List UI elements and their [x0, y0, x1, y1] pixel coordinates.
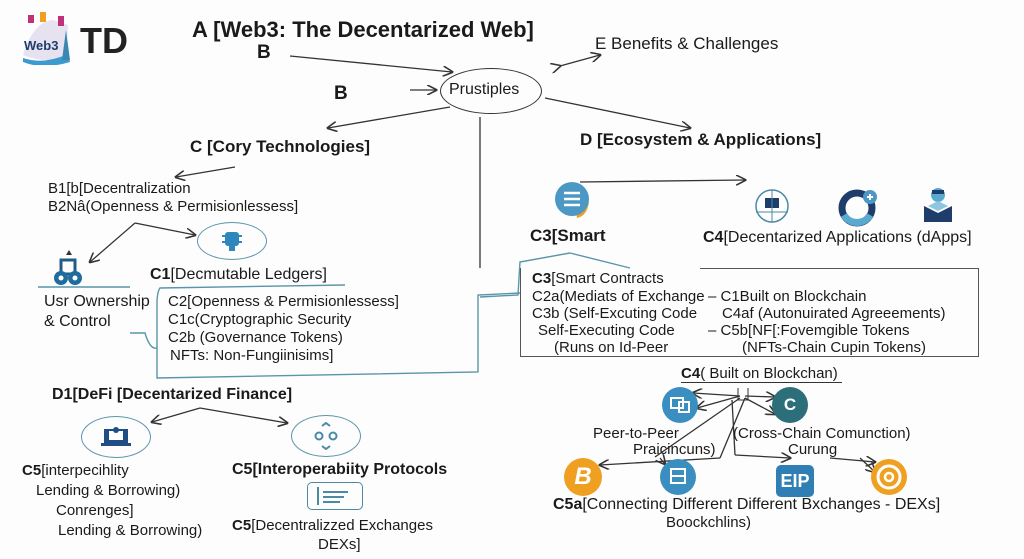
- c1-title: C1[Decmutable Ledgers]: [150, 266, 327, 284]
- contracts-line: (NFTs-Chain Cupin Tokens): [742, 339, 926, 356]
- c5-prefix: C5: [232, 517, 252, 534]
- ecosystem-node: D [Ecosystem & Applications]: [580, 130, 822, 149]
- label-b-top: B: [257, 42, 271, 63]
- dapp-user-icon: [922, 186, 954, 224]
- c-list-item: C2[Openness & Permisionlessess]: [168, 293, 399, 310]
- contracts-line: C3b (Self-Excuting Code: [532, 305, 698, 322]
- defi-left-line: Lending & Borrowing): [58, 522, 203, 539]
- dapps-label: [Decentarized Applications (dApps]: [723, 229, 972, 246]
- c4-prefix: C4: [681, 365, 701, 382]
- interop-title: C5[Interoperabiity Protocols: [232, 461, 447, 479]
- bitcoin-icon: B: [564, 458, 602, 496]
- contracts-right: – C1Built on Blockchain C4af (Autonuirat…: [708, 288, 945, 356]
- benefits-node: E Benefits & Challenges: [595, 34, 779, 53]
- contracts-line: C2a(Mediats of Exchange: [532, 288, 705, 305]
- contracts-line: Self-Executing Code: [538, 322, 675, 339]
- defi-left-text: C5[interpecihlity Lending & Borrowing) C…: [22, 461, 202, 541]
- center-node-label: Prustiples: [449, 81, 520, 98]
- user-ownership-icon: [52, 250, 86, 286]
- label-b-mid: B: [334, 83, 348, 104]
- c5a-label: C5a[Connecting Different Different Bxcha…: [553, 496, 940, 514]
- contracts-line: C4af (Autonuirated Agreeements): [722, 305, 946, 322]
- c3-prefix: C3: [530, 226, 552, 245]
- c5-prefix: C5: [22, 462, 42, 479]
- smart-contract-icon: [553, 180, 595, 222]
- smart-node: C3[Smart: [530, 226, 606, 246]
- c5a-label-2: Boockchlins): [666, 514, 752, 531]
- built-node: C4( Built on Blockchan): [681, 365, 842, 384]
- p2p-icon: [662, 387, 698, 423]
- dapp-globe-icon: [752, 186, 792, 226]
- cross-chain-label: (Cross-Chain Comunction): [733, 425, 911, 442]
- user-ownership-label: Usr Ownership & Control: [44, 292, 150, 332]
- logo-wordmark: TD: [80, 20, 128, 61]
- p2p-label: Peer-to-Peer: [593, 425, 679, 442]
- c3-prefix: C3: [532, 270, 552, 287]
- core-tech-node: C [Cory Technologies]: [190, 137, 371, 156]
- contracts-box-top: [700, 268, 978, 269]
- ledger-icon-node: [197, 222, 267, 260]
- b2-item: B2Nâ(Openness & Permisionlessess]: [48, 198, 299, 215]
- defi-left-line: Conrenges]: [56, 502, 134, 519]
- b1-item: B1[b[Decentralization: [48, 180, 191, 197]
- smart-label: [Smart: [551, 226, 606, 245]
- interop-icon-node: [291, 415, 361, 457]
- c-list-item: C2b (Governance Tokens): [168, 329, 343, 346]
- web3-logo: Web3: [18, 10, 78, 66]
- contracts-box: [520, 268, 979, 357]
- wallet-icon: [660, 459, 696, 495]
- c1-prefix: C1: [150, 266, 171, 283]
- nodes-icon: [314, 421, 338, 451]
- defi-node: D1[DeFi [Decentarized Finance]: [52, 386, 293, 403]
- dex-label: [Decentralizzed Exchanges: [251, 517, 433, 534]
- c5-prefix: C5: [232, 461, 253, 478]
- contracts-left: C2a(Mediats of Exchange C3b (Self-Excuti…: [532, 288, 705, 356]
- contracts-line: (Runs on Id-Peer: [554, 339, 669, 356]
- bulb-chip-icon: [222, 232, 242, 251]
- c-list: C2[Openness & Permisionlessess] C1c(Cryp…: [168, 293, 399, 365]
- c5a-text: [Connecting Different Different Bxchange…: [582, 496, 941, 513]
- lending-icon-node: [81, 416, 151, 458]
- contracts-line: – C5b[NF[:Fovemgible Tokens: [708, 322, 910, 339]
- p2p-label-2: Praicincuns): [633, 441, 716, 458]
- c-list-item: C1c(Cryptographic Security: [168, 311, 352, 328]
- svg-text:Web3: Web3: [24, 38, 58, 53]
- dapp-sync-icon: [838, 187, 880, 227]
- cross-chain-icon: C: [772, 387, 808, 423]
- dex-icon: [307, 482, 363, 510]
- c5a-prefix: C5a: [553, 496, 583, 513]
- c1-label: [Decmutable Ledgers]: [170, 266, 327, 283]
- dapps-node: C4[Decentarized Applications (dApps]: [703, 229, 972, 247]
- eip-icon: EIP: [776, 465, 814, 497]
- contracts-title-label: [Smart Contracts: [551, 270, 664, 287]
- c-list-item: NFTs: Non-Fungiinisims]: [170, 347, 334, 364]
- cross-chain-label-2: Curung: [788, 441, 838, 458]
- defi-left-line: [interpecihlity: [41, 462, 129, 479]
- c4-prefix: C4: [703, 229, 724, 246]
- center-node: [440, 68, 542, 114]
- contracts-title: C3[Smart Contracts: [532, 270, 664, 287]
- diagram-title: A [Web3: The Decentarized Web]: [192, 17, 534, 42]
- built-label: ( Built on Blockchan): [700, 365, 838, 382]
- user-ownership-line: Usr Ownership: [44, 293, 150, 310]
- interop-label: [Interoperabiity Protocols: [252, 461, 448, 478]
- target-coin-icon: [871, 459, 907, 495]
- defi-left-line: Lending & Borrowing): [36, 482, 181, 499]
- user-ownership-line: & Control: [44, 313, 111, 330]
- bank-laptop-icon: [101, 427, 131, 446]
- contracts-line: – C1Built on Blockchain: [708, 288, 867, 305]
- dex-title: C5[Decentralizzed Exchanges: [232, 517, 433, 534]
- dex-title-2: DEXs]: [318, 536, 361, 553]
